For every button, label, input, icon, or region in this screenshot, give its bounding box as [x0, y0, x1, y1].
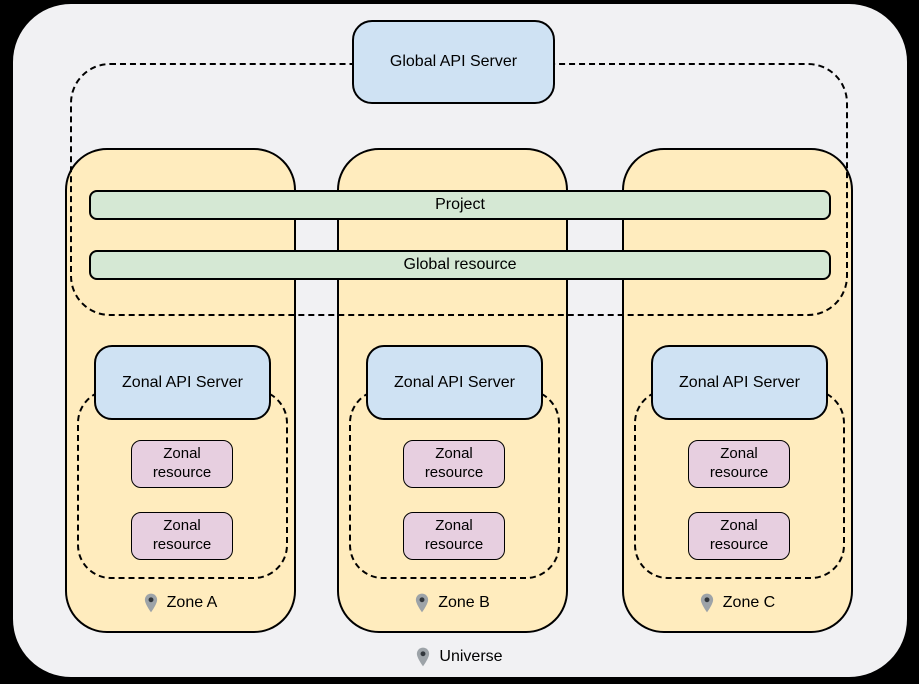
- zone-c-zonal-resource-label: Zonal resource: [709, 445, 769, 481]
- zone-c-name: Zone C: [722, 594, 776, 611]
- zone-c-zonal-resource-box: Zonal resource: [688, 440, 790, 488]
- universe-label-row: Universe: [0, 643, 919, 671]
- zone-a-container: Zonal API Server Zonal resource Zonal re…: [65, 148, 296, 633]
- zone-a-zonal-resource-label: Zonal resource: [152, 517, 212, 553]
- zone-b-name: Zone B: [438, 594, 490, 611]
- zone-a-zonal-resource-box: Zonal resource: [131, 512, 233, 560]
- zone-b-zonal-api-server-box: Zonal API Server: [366, 345, 543, 420]
- zone-b-zonal-resource-box: Zonal resource: [403, 440, 505, 488]
- zone-a-zonal-api-server-label: Zonal API Server: [122, 373, 243, 391]
- zone-a-zonal-api-server-box: Zonal API Server: [94, 345, 271, 420]
- global-resource-bar: Global resource: [89, 250, 831, 280]
- zone-a-label-row: Zone A: [67, 590, 294, 616]
- zone-c-zonal-resource-label: Zonal resource: [709, 517, 769, 553]
- zone-a-zonal-resource-label: Zonal resource: [152, 445, 212, 481]
- zone-b-zonal-resource-label: Zonal resource: [424, 517, 484, 553]
- zone-b-container: Zonal API Server Zonal resource Zonal re…: [337, 148, 568, 633]
- zone-c-label-row: Zone C: [624, 590, 851, 616]
- project-bar-label: Project: [435, 196, 485, 213]
- zone-b-zonal-resource-label: Zonal resource: [424, 445, 484, 481]
- global-api-server-box: Global API Server: [352, 20, 555, 104]
- global-resource-bar-label: Global resource: [403, 256, 517, 273]
- zone-c-zonal-api-server-label: Zonal API Server: [679, 373, 800, 391]
- location-pin-icon: [416, 593, 429, 613]
- zone-b-zonal-resource-box: Zonal resource: [403, 512, 505, 560]
- project-bar: Project: [89, 190, 831, 220]
- global-api-server-label: Global API Server: [389, 53, 518, 70]
- zone-c-container: Zonal API Server Zonal resource Zonal re…: [622, 148, 853, 633]
- zone-c-zonal-api-server-box: Zonal API Server: [651, 345, 828, 420]
- zone-a-name: Zone A: [166, 594, 218, 611]
- zone-a-zonal-resource-box: Zonal resource: [131, 440, 233, 488]
- location-pin-icon: [144, 593, 157, 613]
- zone-b-label-row: Zone B: [339, 590, 566, 616]
- location-pin-icon: [700, 593, 713, 613]
- universe-label: Universe: [439, 648, 503, 665]
- zone-b-zonal-api-server-label: Zonal API Server: [394, 373, 515, 391]
- zone-c-zonal-resource-box: Zonal resource: [688, 512, 790, 560]
- location-pin-icon: [417, 647, 430, 667]
